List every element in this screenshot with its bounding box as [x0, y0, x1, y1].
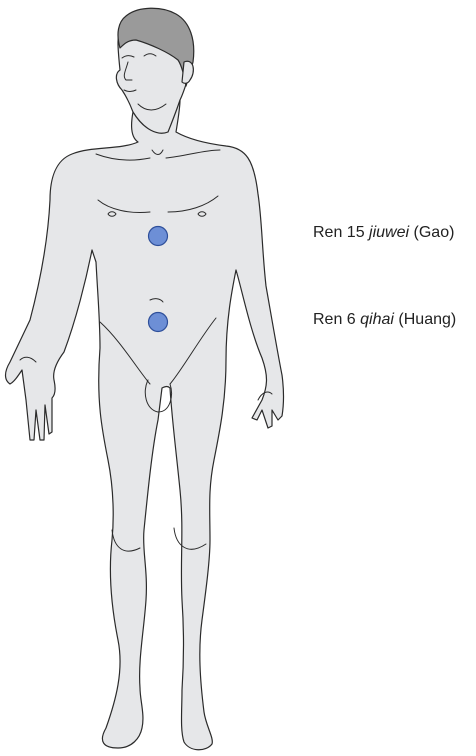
point-ren6-pinyin: qihai — [360, 311, 394, 328]
point-ren15-source: (Gao) — [414, 224, 455, 241]
point-ren15-label: Ren 15 jiuwei (Gao) — [313, 225, 454, 241]
ear — [182, 61, 193, 83]
body-outline — [6, 100, 284, 750]
point-ren6-marker — [149, 313, 168, 332]
point-ren15-marker — [149, 227, 168, 246]
point-ren15-code: Ren 15 — [313, 224, 365, 241]
point-ren6-source: (Huang) — [398, 311, 456, 328]
point-ren6-code: Ren 6 — [313, 311, 356, 328]
point-ren6-label: Ren 6 qihai (Huang) — [313, 312, 456, 328]
point-ren15-pinyin: jiuwei — [369, 224, 409, 241]
